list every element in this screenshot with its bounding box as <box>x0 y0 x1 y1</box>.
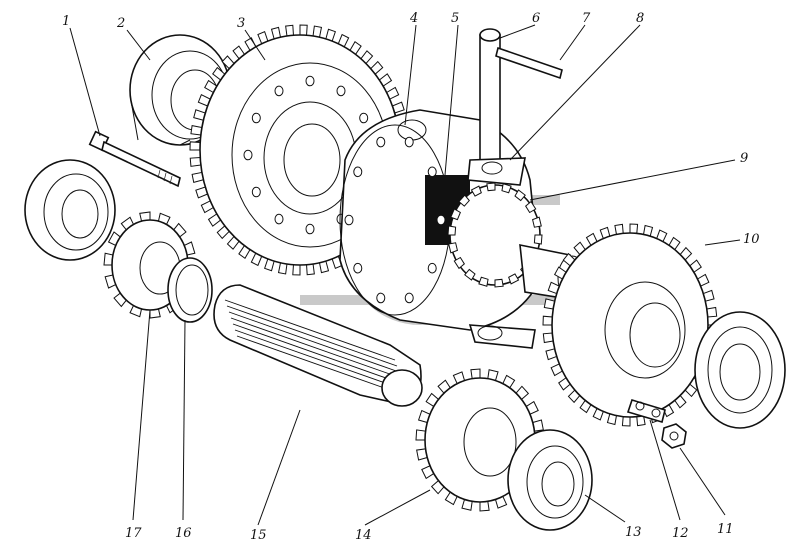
callout-6: 6 <box>532 11 540 26</box>
t-pin <box>479 28 563 166</box>
gear-tooth <box>508 273 520 285</box>
bolt-hole <box>251 186 261 198</box>
small-plate <box>626 399 666 424</box>
bevel-gear <box>447 182 587 301</box>
callout-1: 1 <box>62 14 70 29</box>
callout-17: 17 <box>125 526 142 541</box>
bolt-hole <box>353 262 363 274</box>
shaft-spline-line <box>226 305 398 367</box>
shaft-spline-line <box>230 317 402 379</box>
gear-tooth <box>524 200 537 214</box>
callout-5: 5 <box>451 11 459 26</box>
gear-tooth <box>470 185 482 197</box>
bolt-hole <box>404 292 414 304</box>
splined-shaft <box>213 284 423 407</box>
bolt-hole <box>436 214 446 226</box>
callout-9: 9 <box>740 151 748 166</box>
gear-tooth <box>542 315 553 326</box>
shaft-spline-line <box>232 323 404 385</box>
bearing-lower <box>507 429 593 531</box>
callout-11: 11 <box>717 522 734 537</box>
bolt-hole <box>404 136 414 148</box>
bolt-hole <box>305 75 315 87</box>
right-gear <box>542 223 718 427</box>
gear-tooth <box>450 208 461 221</box>
callout-8: 8 <box>636 11 644 26</box>
shaft-spline-line <box>224 299 396 361</box>
bolt-hole <box>427 166 437 178</box>
bolt-hole <box>251 112 261 124</box>
gear-tooth <box>453 256 466 270</box>
gear-tooth <box>189 156 202 167</box>
callout-7: 7 <box>582 11 591 26</box>
gear-tooth <box>285 24 294 37</box>
leader-lines <box>69 24 741 526</box>
bolt-hole <box>344 214 354 226</box>
gear-tooth <box>501 183 512 194</box>
gear-tooth <box>531 216 542 228</box>
gear-tooth <box>448 242 459 254</box>
callout-16: 16 <box>175 526 192 541</box>
gear-tooth <box>478 276 489 287</box>
gear-tooth <box>486 182 496 192</box>
gear-tooth <box>514 189 526 202</box>
bolt <box>88 130 181 188</box>
callout-10: 10 <box>743 232 760 247</box>
callout-13: 13 <box>625 525 642 540</box>
gear-tooth <box>621 416 631 427</box>
gear-tooth <box>447 225 457 236</box>
bolt-hole <box>243 149 253 161</box>
callout-labels: 1 2 3 4 5 6 7 8 9 10 11 12 13 14 15 16 1… <box>62 11 760 543</box>
shaft-spline-line <box>228 311 400 373</box>
bolt-hole <box>336 85 346 97</box>
snap-ring <box>167 257 213 323</box>
bolt-hole <box>427 262 437 274</box>
gear-tooth <box>306 263 315 276</box>
gear-tooth <box>464 268 476 281</box>
callout-15: 15 <box>250 528 267 543</box>
gear-tooth <box>494 278 504 288</box>
gear-tooth <box>458 194 470 207</box>
callout-4: 4 <box>409 11 418 26</box>
bolt-hole <box>353 166 363 178</box>
bolt-hole <box>359 112 369 124</box>
shaft-spline-line <box>236 335 408 397</box>
gear-tooth <box>479 500 490 512</box>
gear-tooth <box>189 141 201 151</box>
gear-tooth <box>292 264 301 276</box>
callout-3: 3 <box>237 16 245 31</box>
bolt-hole <box>376 136 386 148</box>
callout-2: 2 <box>116 16 125 31</box>
bearing-left <box>24 159 116 261</box>
bolt-hole <box>305 223 315 235</box>
shaft-spline-line <box>234 329 406 391</box>
callout-14: 14 <box>355 528 372 543</box>
gear-tooth <box>415 429 427 441</box>
bolt-hole <box>274 85 284 97</box>
gear-tooth <box>299 24 308 36</box>
lock-plate <box>467 157 526 186</box>
bearing-right <box>694 311 786 429</box>
gear-tooth <box>629 223 639 234</box>
gear-tooth <box>533 234 543 245</box>
bolt-hole <box>274 213 284 225</box>
bolt-hole <box>376 292 386 304</box>
callout-12: 12 <box>672 526 689 541</box>
washer-plate <box>468 324 536 349</box>
gear-tooth <box>470 368 481 380</box>
nut <box>661 423 687 449</box>
